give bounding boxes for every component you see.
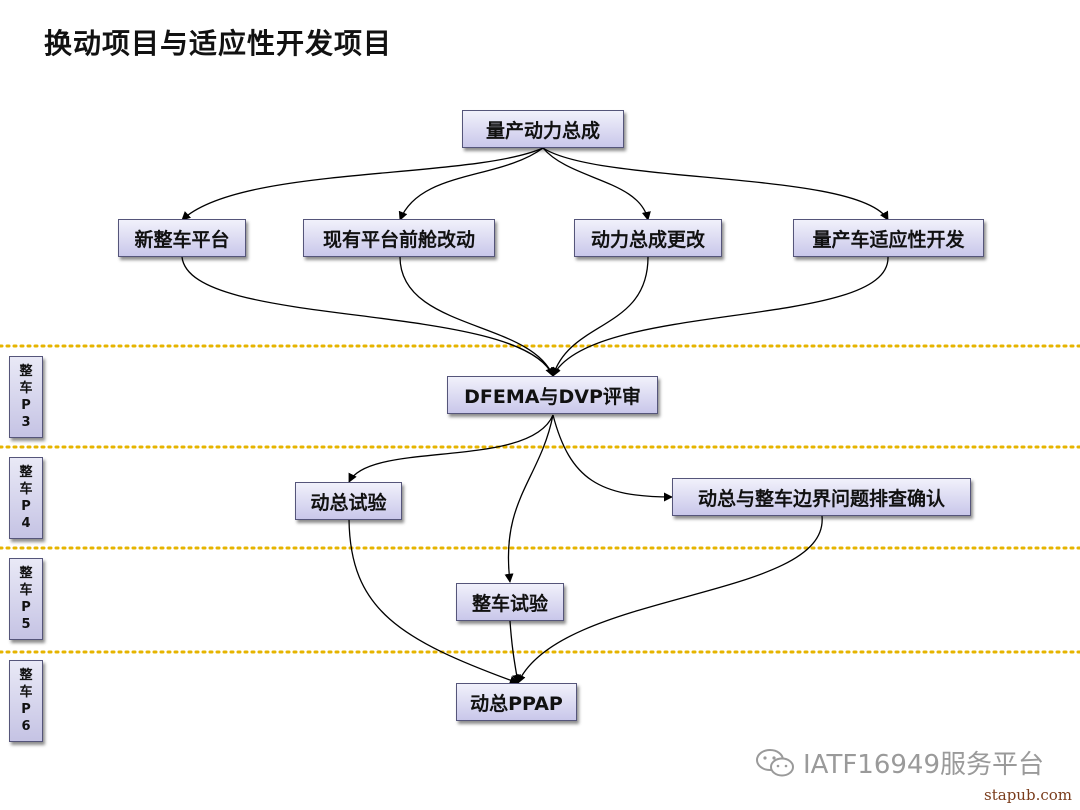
arrow-top-to-powertrain-change: [542, 147, 651, 221]
arrow-new-platform-to-dfmea: [181, 256, 554, 377]
arrow-top-to-vehicle-adaptation: [542, 147, 889, 221]
node-boundary-check: 动总与整车边界问题排查确认: [672, 478, 971, 516]
arrow-vehicle-adaptation-to-dfmea: [552, 256, 889, 377]
node-powertrain-test: 动总试验: [295, 482, 402, 520]
arrow-top-to-front-cabin: [398, 147, 544, 221]
node-powertrain-ppap: 动总PPAP: [456, 683, 577, 721]
wechat-icon: [756, 748, 795, 776]
node-vehicle-test: 整车试验: [456, 583, 564, 621]
node-dfmea-dvp: DFEMA与DVP评审: [447, 376, 658, 414]
arrow-powertrain-change-to-dfmea: [551, 256, 649, 377]
node-front-cabin-change: 现有平台前舱改动: [303, 219, 495, 257]
arrow-dfmea-to-boundary-check: [552, 414, 673, 502]
arrow-dfmea-to-vehicle-test: [504, 414, 554, 583]
arrow-boundary-check-to-ppap: [517, 515, 823, 684]
page-title: 换动项目与适应性开发项目: [44, 27, 393, 60]
arrow-powertrain-test-to-ppap: [348, 518, 519, 685]
node-powertrain-change: 动力总成更改: [574, 219, 722, 257]
arrow-dfmea-to-powertrain-test: [348, 414, 554, 483]
watermark-text: IATF16949服务平台: [803, 750, 1044, 780]
stage-dividers: [0, 344, 1080, 654]
arrow-front-cabin-to-dfmea: [399, 256, 555, 377]
node-new-platform: 新整车平台: [118, 219, 246, 257]
node-vehicle-adaptation: 量产车适应性开发: [793, 219, 984, 257]
node-mass-powertrain: 量产动力总成: [462, 110, 624, 148]
watermark: IATF16949服务平台: [755, 744, 1044, 781]
arrow-top-to-new-platform: [181, 147, 544, 221]
site-url: stapub.com: [984, 786, 1072, 804]
